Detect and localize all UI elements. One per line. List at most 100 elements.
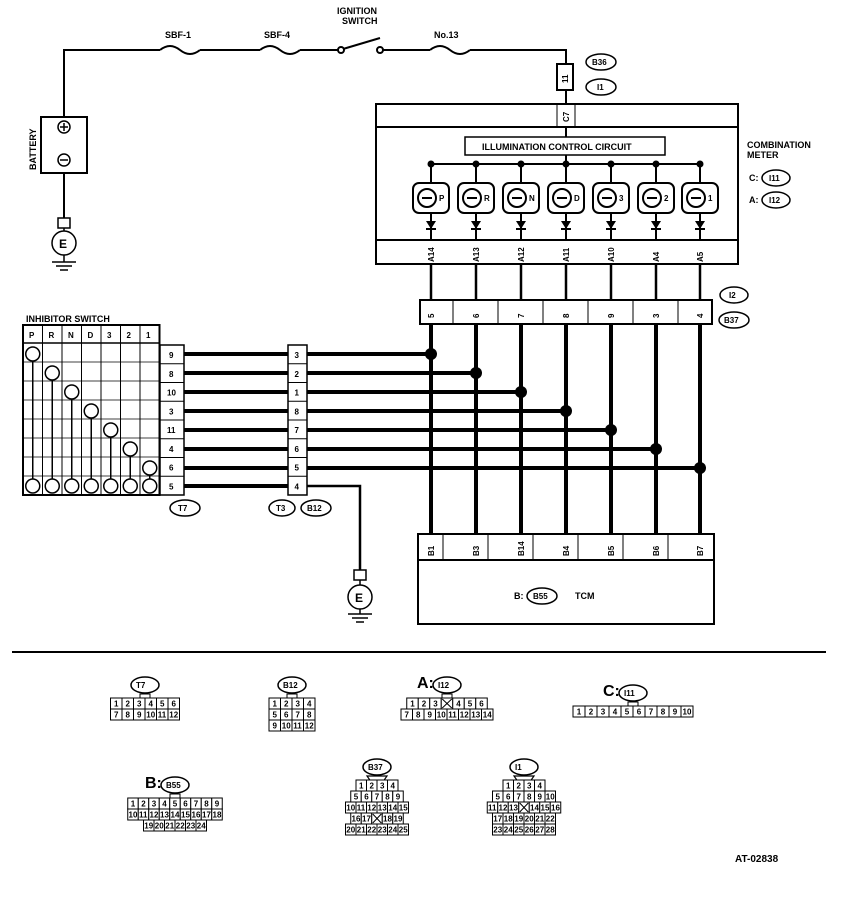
b36-label: B36 xyxy=(592,58,607,67)
contact-circle xyxy=(25,478,41,494)
t7-pin-6: 6 xyxy=(171,700,176,709)
b37-pin-1: 1 xyxy=(359,782,364,791)
t7-pin-8: 8 xyxy=(125,711,130,720)
b55-cell xyxy=(195,819,207,832)
t7-pin-10: 10 xyxy=(167,389,176,398)
i1-pin-15: 15 xyxy=(541,804,550,813)
t7-pin-2: 2 xyxy=(125,700,130,709)
b37-title-tag xyxy=(362,758,392,776)
b37-pin-25: 25 xyxy=(399,826,408,835)
contact-circle xyxy=(25,346,41,362)
i12-key-tab xyxy=(441,693,453,699)
tcm-prefix: B: xyxy=(514,591,524,601)
b12-title-label: B12 xyxy=(283,681,298,690)
b12-pin-5: 5 xyxy=(272,711,277,720)
b55-pin-8: 8 xyxy=(204,800,209,809)
i11-pin-6: 6 xyxy=(637,708,642,717)
b12-pin-11: 11 xyxy=(293,722,302,731)
contact-circle xyxy=(83,403,99,419)
i12-pin-6: 6 xyxy=(479,700,484,709)
tcm-pin-B14: B14 xyxy=(517,541,526,556)
ground-inhibitor-label: E xyxy=(355,591,363,605)
t3-label: T3 xyxy=(276,504,286,513)
b12-pin-9: 9 xyxy=(272,722,277,731)
i11-key-tab xyxy=(627,701,639,707)
i1-pin-8: 8 xyxy=(527,793,532,802)
i12-pin-5: 5 xyxy=(468,700,473,709)
i1-pin-25: 25 xyxy=(514,826,523,835)
meter-pin-A11: A11 xyxy=(562,247,571,262)
i11-prefix-label: C: xyxy=(603,683,620,700)
b55-pin-11: 11 xyxy=(139,811,148,820)
b37-pin-4: 4 xyxy=(390,782,395,791)
inhibitor-position-3: 3 xyxy=(107,331,112,340)
i1-pin-14: 14 xyxy=(530,804,539,813)
b55-pin-6: 6 xyxy=(183,800,188,809)
t7-pin-11: 11 xyxy=(167,426,176,435)
b37-pin-19: 19 xyxy=(394,815,403,824)
bulb-D-label: D xyxy=(574,194,580,203)
b37-pin-13: 13 xyxy=(378,804,387,813)
i2-pin-8: 8 xyxy=(562,313,571,318)
i1-pin-21: 21 xyxy=(535,815,544,824)
b37-pin-5: 5 xyxy=(354,793,359,802)
i1-pin-10: 10 xyxy=(546,793,555,802)
junction-dot xyxy=(696,160,704,168)
meter-c-conn: I11 xyxy=(769,174,780,183)
i1-pin-2: 2 xyxy=(516,782,521,791)
battery-label: BATTERY xyxy=(28,129,38,171)
b37-pin-24: 24 xyxy=(388,826,397,835)
bulb-P-label: P xyxy=(439,194,445,203)
b37-pin-2: 2 xyxy=(369,782,374,791)
i12-pin-8: 8 xyxy=(416,711,421,720)
illumination-label: ILLUMINATION CONTROL CIRCUIT xyxy=(482,142,632,152)
i1-pin-13: 13 xyxy=(509,804,518,813)
i2-pin-9: 9 xyxy=(607,313,616,318)
t7-cell xyxy=(167,708,180,721)
meter-pin-A13: A13 xyxy=(472,247,481,262)
tcm-conn-tag xyxy=(526,587,558,605)
b12-pin-4: 4 xyxy=(307,700,312,709)
b37-pin-20: 20 xyxy=(346,826,355,835)
i12-pin-9: 9 xyxy=(427,711,432,720)
ground-inhibitor-icon xyxy=(347,569,373,623)
i1-pin-11: 11 xyxy=(488,804,497,813)
b37-blank-mark xyxy=(372,813,382,824)
inhibitor-position-D: D xyxy=(88,331,94,340)
tcm-pin-B4: B4 xyxy=(562,545,571,556)
i11-title-label: I11 xyxy=(624,689,635,698)
diode-icon xyxy=(606,221,616,229)
i2-label: I2 xyxy=(729,291,736,300)
contact-circle xyxy=(64,384,80,400)
contact-circle xyxy=(44,478,60,494)
i1-pin-12: 12 xyxy=(499,804,508,813)
t3-pin-2: 2 xyxy=(295,370,300,379)
junction-dot xyxy=(472,160,480,168)
i1-tag xyxy=(585,78,617,96)
b12-pin-12: 12 xyxy=(305,722,314,731)
b55-pin-10: 10 xyxy=(129,811,138,820)
i1-pin-27: 27 xyxy=(535,826,544,835)
b12-pin-10: 10 xyxy=(282,722,291,731)
i1-pin-6: 6 xyxy=(506,793,511,802)
tcm-pin-B1: B1 xyxy=(427,545,436,556)
t3-tag xyxy=(268,499,296,517)
t7-pin-1: 1 xyxy=(114,700,119,709)
i12-pin-12: 12 xyxy=(460,711,469,720)
i1-pin-17: 17 xyxy=(493,815,502,824)
meter-a-tag xyxy=(761,191,791,209)
b55-title-label: B55 xyxy=(166,781,181,790)
contact-circle xyxy=(103,478,119,494)
i12-pin-7: 7 xyxy=(404,711,409,720)
contact-circle xyxy=(142,478,158,494)
b55-pin-3: 3 xyxy=(152,800,157,809)
b37-pin-21: 21 xyxy=(357,826,366,835)
b37-pin-16: 16 xyxy=(352,815,361,824)
t7-title-tag xyxy=(130,676,160,694)
t7-pin-4: 4 xyxy=(169,445,174,454)
bulb-R-label: R xyxy=(484,194,490,203)
i11-pin-7: 7 xyxy=(649,708,654,717)
i1-pin-19: 19 xyxy=(514,815,523,824)
